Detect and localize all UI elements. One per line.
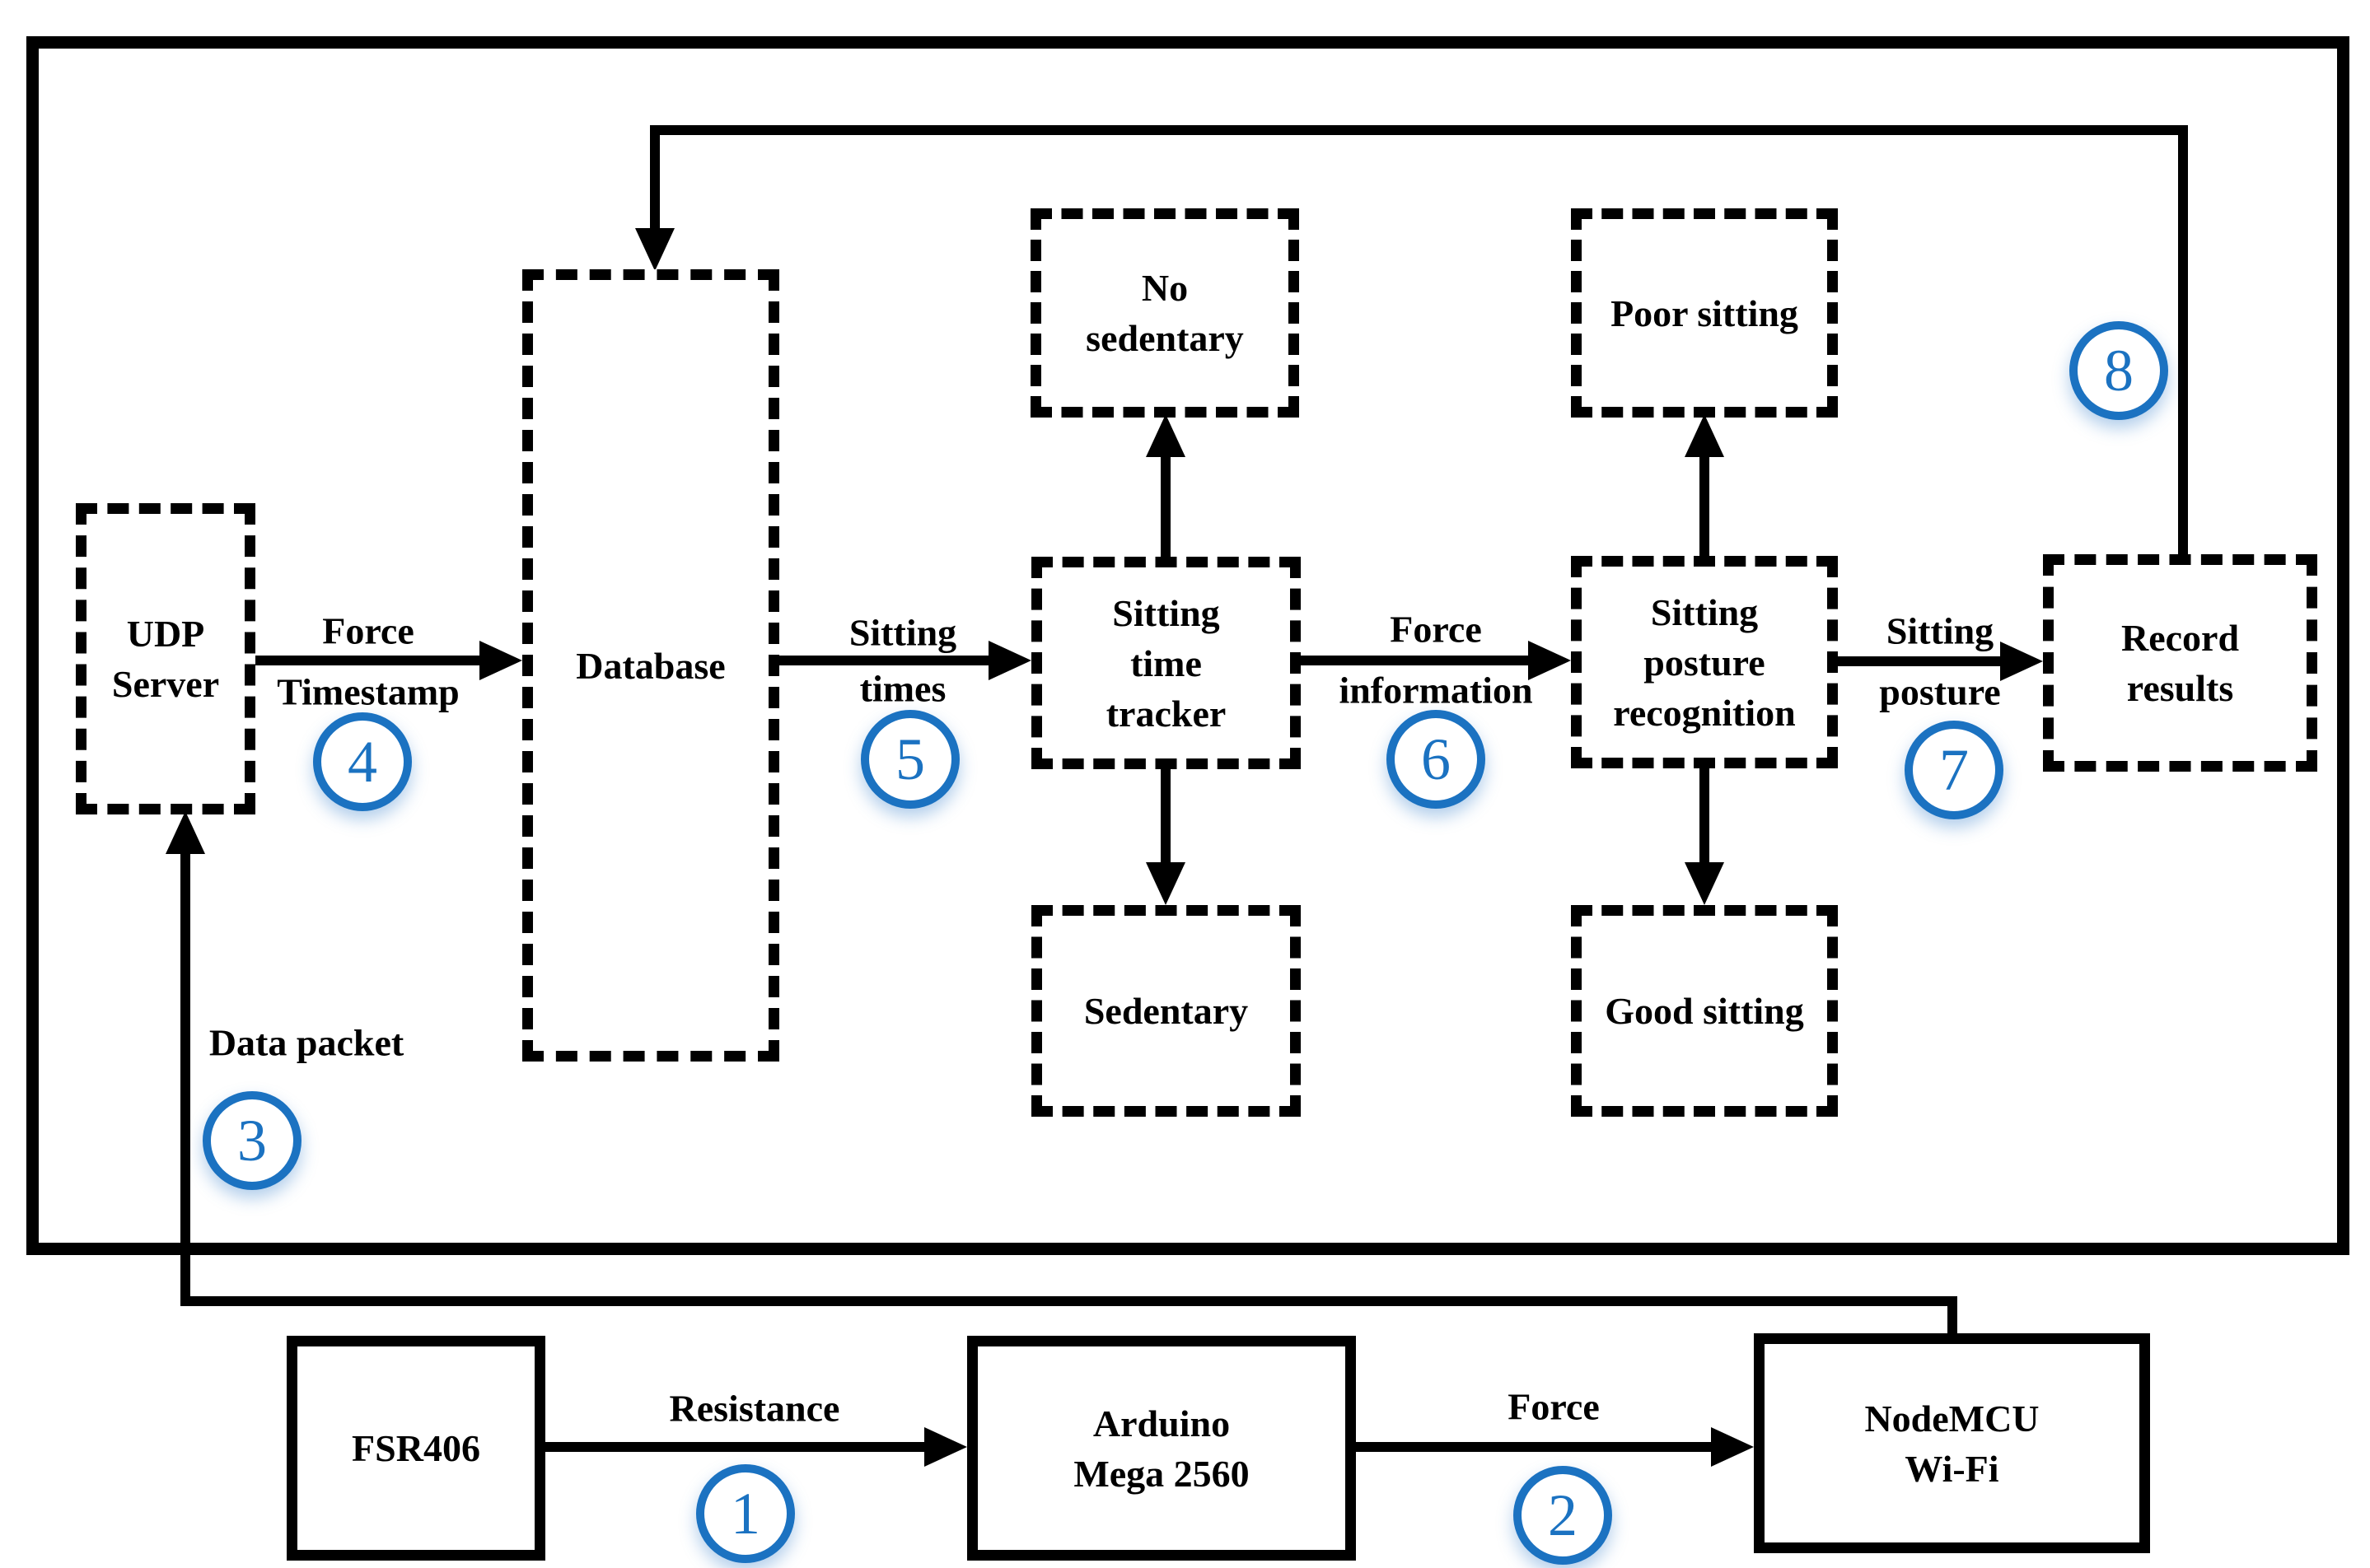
step-badge-6: 6 bbox=[1386, 710, 1485, 809]
edge-label-data-packet: Data packet bbox=[208, 1021, 404, 1064]
edge-label-sitting-posture-line1: Sitting bbox=[1886, 609, 1994, 652]
node-sitting-time-tracker: Sitting time tracker bbox=[1031, 557, 1301, 769]
arrow-no-sedentary-head bbox=[1146, 414, 1185, 457]
step-badge-1: 1 bbox=[696, 1464, 795, 1563]
arrow-5-head bbox=[989, 641, 1031, 680]
node-no-sedentary: No sedentary bbox=[1031, 208, 1299, 418]
arrow-5-shaft bbox=[779, 656, 992, 665]
arrow-4-shaft bbox=[255, 656, 483, 665]
node-label: Good sitting bbox=[1605, 990, 1804, 1032]
node-database: Database bbox=[522, 269, 779, 1062]
node-sitting-posture-recognition: Sitting posture recognition bbox=[1571, 556, 1838, 768]
node-label: Record results bbox=[2120, 617, 2240, 709]
arrow-2-head bbox=[1711, 1427, 1754, 1467]
data-packet-line-vertical-right bbox=[1947, 1296, 1957, 1336]
arrow-good-sitting-shaft bbox=[1699, 768, 1709, 864]
node-nodemcu-wifi: NodeMCU Wi-Fi bbox=[1754, 1333, 2150, 1553]
data-packet-line-vertical-left bbox=[180, 851, 190, 1306]
edge-label-force-timestamp-line1: Force bbox=[322, 609, 414, 652]
arrow-1-head bbox=[924, 1427, 967, 1467]
node-fsr406: FSR406 bbox=[287, 1336, 545, 1561]
node-label: Arduino Mega 2560 bbox=[1073, 1402, 1250, 1495]
node-label: Sedentary bbox=[1083, 990, 1249, 1032]
arrow-2-shaft bbox=[1356, 1442, 1713, 1452]
node-label: FSR406 bbox=[352, 1427, 480, 1469]
data-packet-arrowhead-into-udp bbox=[166, 811, 205, 854]
arrow-4-head bbox=[479, 641, 522, 680]
node-label: NodeMCU Wi-Fi bbox=[1864, 1397, 2040, 1490]
edge-label-resistance: Resistance bbox=[669, 1387, 840, 1430]
arrow-no-sedentary-shaft bbox=[1161, 455, 1171, 557]
step-badge-5: 5 bbox=[861, 710, 960, 809]
arrow-1-shaft bbox=[545, 1442, 926, 1452]
feedback-line-horizontal bbox=[650, 125, 2188, 135]
arrow-good-sitting-head bbox=[1685, 862, 1724, 905]
feedback-line-left-drop bbox=[650, 125, 660, 233]
arrow-sedentary-head bbox=[1146, 862, 1185, 905]
step-badge-8: 8 bbox=[2069, 321, 2168, 420]
edge-label-force: Force bbox=[1508, 1385, 1600, 1428]
feedback-line-right-drop bbox=[2178, 125, 2188, 559]
node-label: No sedentary bbox=[1086, 267, 1244, 359]
arrow-7-head bbox=[2000, 642, 2043, 681]
system-boundary-box bbox=[26, 36, 2349, 1255]
node-label: Sitting posture recognition bbox=[1613, 590, 1796, 734]
data-packet-line-horizontal bbox=[180, 1296, 1957, 1306]
node-label: Database bbox=[576, 644, 726, 687]
node-udp-server: UDP Server bbox=[76, 503, 255, 814]
edge-label-force-timestamp-line2: Timestamp bbox=[277, 670, 460, 713]
node-label: Poor sitting bbox=[1610, 292, 1798, 334]
arrow-6-head bbox=[1528, 641, 1571, 680]
edge-label-sitting-times-line1: Sitting bbox=[848, 611, 957, 654]
node-label: UDP Server bbox=[111, 613, 220, 705]
node-label: Sitting time tracker bbox=[1106, 591, 1227, 735]
step-badge-3: 3 bbox=[203, 1091, 302, 1190]
node-good-sitting: Good sitting bbox=[1571, 905, 1838, 1117]
arrow-poor-sitting-shaft bbox=[1699, 455, 1709, 556]
arrow-sedentary-shaft bbox=[1161, 769, 1171, 864]
arrow-7-shaft bbox=[1838, 656, 2002, 666]
step-badge-7: 7 bbox=[1905, 721, 2003, 819]
node-sedentary: Sedentary bbox=[1031, 905, 1301, 1117]
edge-label-sitting-times-line2: times bbox=[859, 667, 947, 710]
node-poor-sitting: Poor sitting bbox=[1571, 208, 1838, 418]
arrow-poor-sitting-head bbox=[1685, 414, 1724, 457]
node-arduino-mega-2560: Arduino Mega 2560 bbox=[967, 1336, 1356, 1561]
node-record-results: Record results bbox=[2043, 554, 2317, 772]
edge-label-force-information-line2: information bbox=[1339, 669, 1533, 712]
step-badge-4: 4 bbox=[313, 712, 412, 811]
edge-label-force-information-line1: Force bbox=[1390, 608, 1482, 651]
edge-label-sitting-posture-line2: posture bbox=[1879, 670, 2001, 713]
step-badge-2: 2 bbox=[1513, 1466, 1612, 1565]
arrow-6-shaft bbox=[1301, 656, 1530, 665]
feedback-arrowhead-into-database bbox=[635, 228, 675, 271]
